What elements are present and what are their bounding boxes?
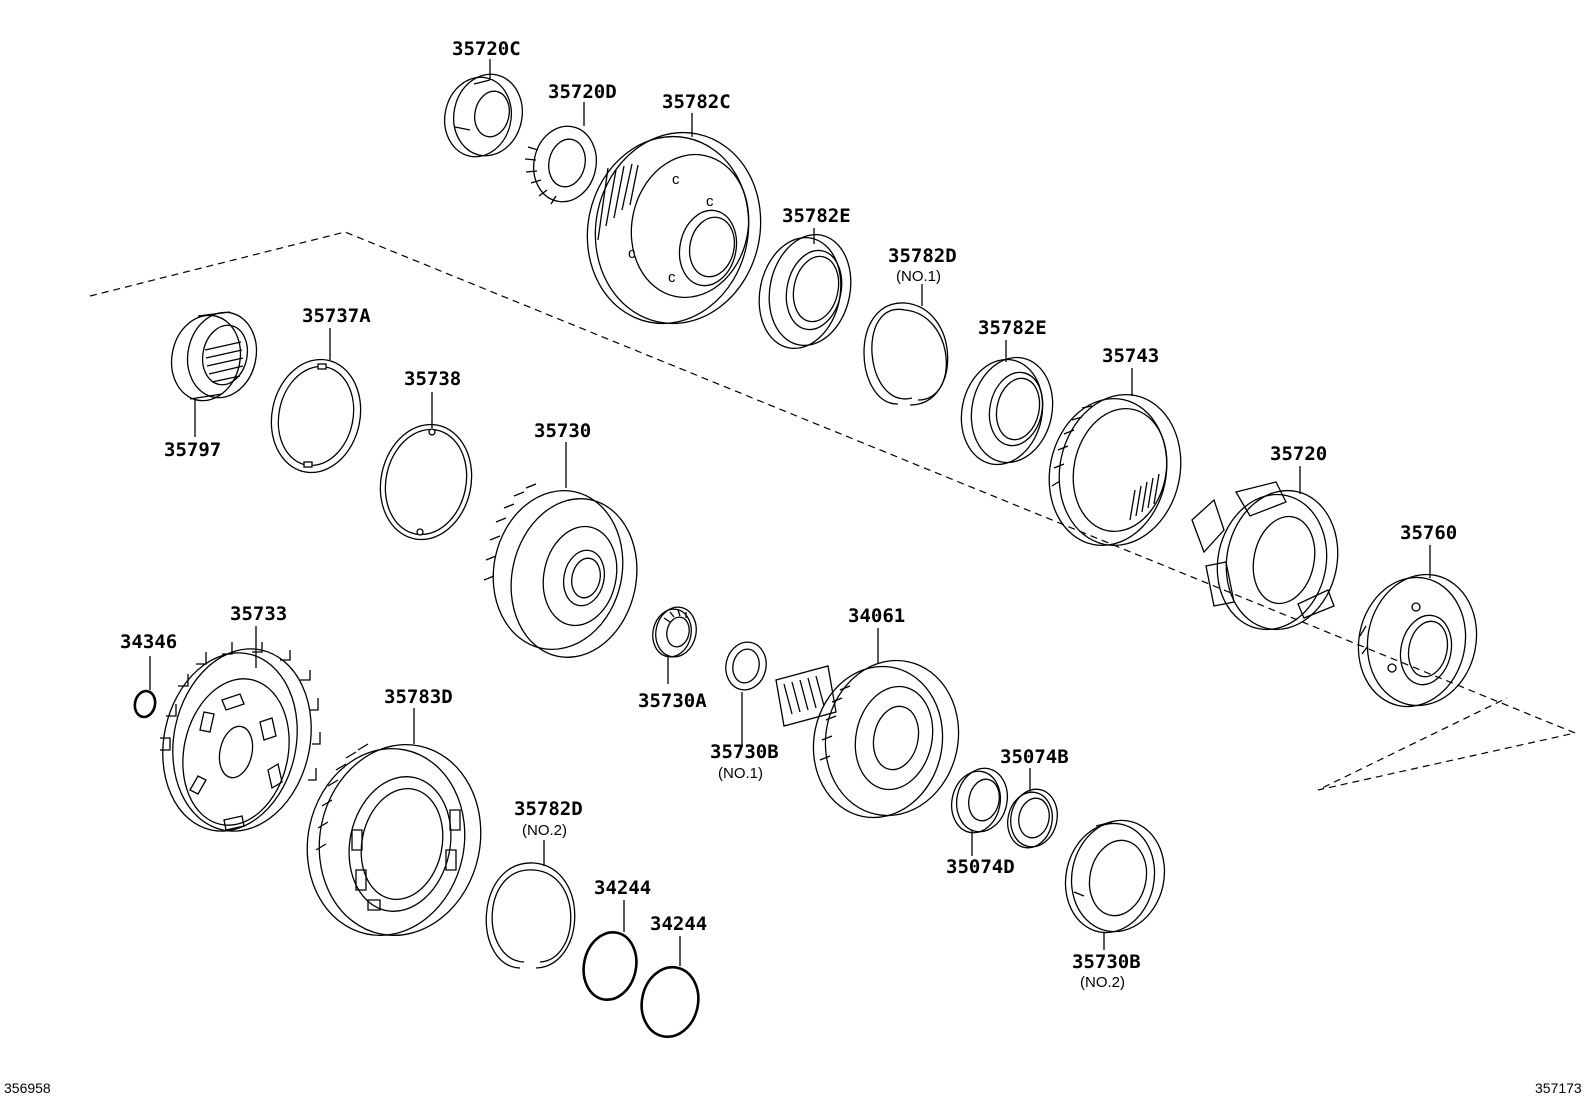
label-35782d-no1: 35782D [888, 245, 957, 267]
part-35730b-nut-no2 [1064, 819, 1166, 934]
part-35782d-snap-ring-no1 [863, 302, 949, 406]
part-35782e-bearing-b [960, 356, 1054, 466]
part-35760-hub [1357, 573, 1478, 708]
label-35730: 35730 [534, 420, 591, 442]
part-35730a-thrust-bearing [652, 606, 697, 658]
label-35730a: 35730A [638, 690, 707, 712]
svg-text:c: c [706, 193, 714, 210]
label-35730b-no1: 35730B [710, 741, 779, 763]
part-35730-clutch-drum [483, 483, 638, 658]
footer-right-ref: 357173 [1535, 1080, 1582, 1096]
label-35738: 35738 [404, 368, 461, 390]
label-35074d: 35074D [946, 856, 1015, 878]
part-35074b-race [1007, 788, 1058, 849]
part-34244-o-ring-b [640, 965, 700, 1039]
label-34244-b: 34244 [650, 913, 707, 935]
svg-text:c: c [668, 269, 676, 286]
part-35074d-thrust-bearing [951, 767, 1008, 834]
label-35783d: 35783D [384, 686, 453, 708]
part-35783d-drum [306, 743, 482, 937]
part-35737a-thrust-ring [270, 358, 362, 474]
label-35737a: 35737A [302, 305, 371, 327]
label-34061: 34061 [848, 605, 905, 627]
label-35743: 35743 [1102, 345, 1159, 367]
label-35730b-no2-sub: (NO.2) [1080, 974, 1125, 991]
label-35730b-no1-sub: (NO.1) [718, 765, 763, 782]
part-35720c-nut [444, 73, 523, 158]
part-35720d-lock-washer [524, 125, 597, 205]
svg-text:c: c [628, 245, 636, 262]
part-35720-carrier [1191, 481, 1339, 631]
label-35782c: 35782C [662, 91, 731, 113]
label-35782e-b: 35782E [978, 317, 1047, 339]
label-35782d-no2: 35782D [514, 798, 583, 820]
part-34244-o-ring-a [582, 931, 638, 1001]
label-35797: 35797 [164, 439, 221, 461]
label-34346: 34346 [120, 631, 177, 653]
label-35720c: 35720C [452, 38, 521, 60]
label-35074b: 35074B [1000, 746, 1069, 768]
part-35733-gear [160, 642, 321, 832]
label-35760: 35760 [1400, 522, 1457, 544]
part-34346-o-ring [133, 689, 157, 719]
part-35730b-washer-no1 [725, 641, 767, 691]
part-35782c-gear: c c c c [586, 131, 762, 325]
label-35720: 35720 [1270, 443, 1327, 465]
part-35743-ring-gear [1048, 393, 1182, 547]
label-35730b-no2: 35730B [1072, 951, 1141, 973]
assembly-boundary [89, 231, 1578, 791]
part-35782d-snap-ring-no2 [485, 862, 576, 969]
part-35782e-bearing-a [758, 233, 852, 350]
label-34244-a: 34244 [594, 877, 651, 899]
svg-text:c: c [672, 171, 680, 188]
label-35733: 35733 [230, 603, 287, 625]
part-35797-needle-bearing [170, 311, 258, 402]
part-35738-thrust-ring [379, 423, 473, 541]
label-35782d-no1-sub: (NO.1) [896, 268, 941, 285]
label-35720d: 35720D [548, 81, 617, 103]
label-35782d-no2-sub: (NO.2) [522, 822, 567, 839]
footer-left-ref: 356958 [4, 1080, 51, 1096]
label-35782e-a: 35782E [782, 205, 851, 227]
part-34061-output-shaft [775, 659, 960, 819]
